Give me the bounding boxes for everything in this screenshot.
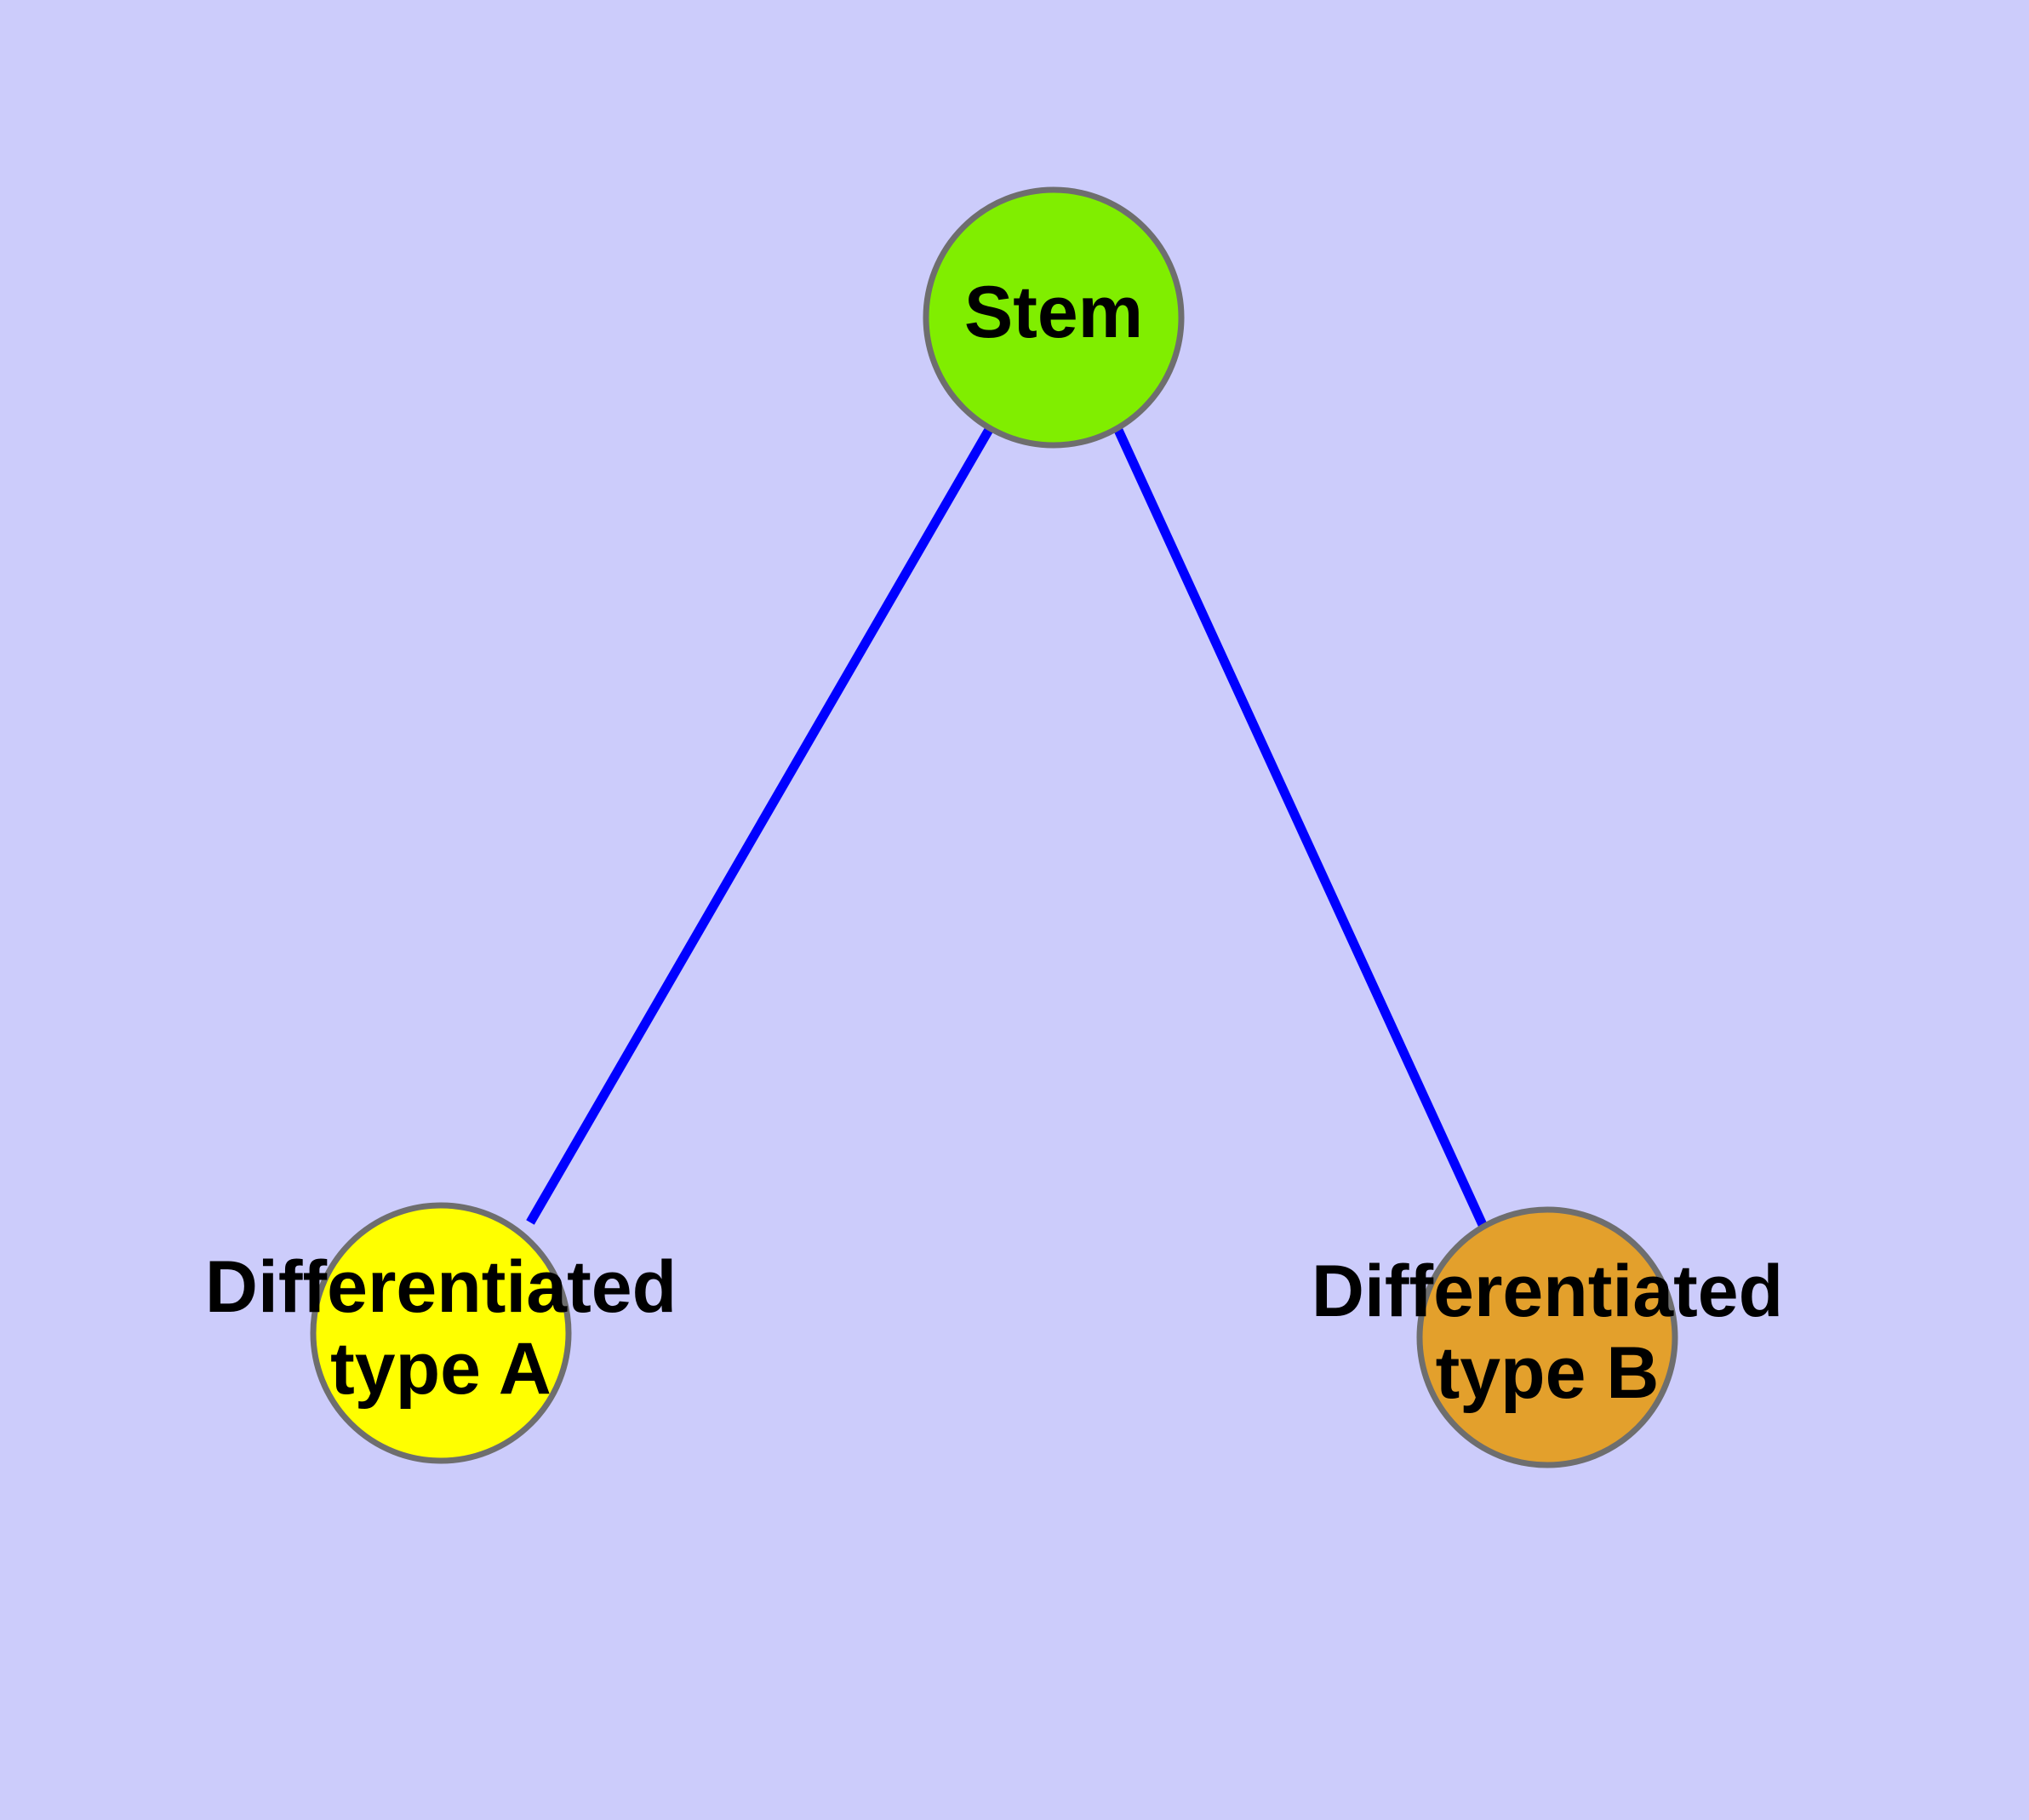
edge-stem-to-differentiated-type-a[interactable] <box>526 426 994 1225</box>
node-stem[interactable]: Stem <box>923 186 1185 449</box>
node-stem-label: Stem <box>964 272 1143 353</box>
edge-layer <box>526 426 1488 1229</box>
node-differentiated-type-b-circle[interactable] <box>1416 1206 1678 1468</box>
node-differentiated-type-a-circle[interactable] <box>310 1202 572 1464</box>
node-stem-circle[interactable] <box>923 186 1185 449</box>
edge-stem-to-differentiated-type-b[interactable] <box>1113 426 1488 1229</box>
